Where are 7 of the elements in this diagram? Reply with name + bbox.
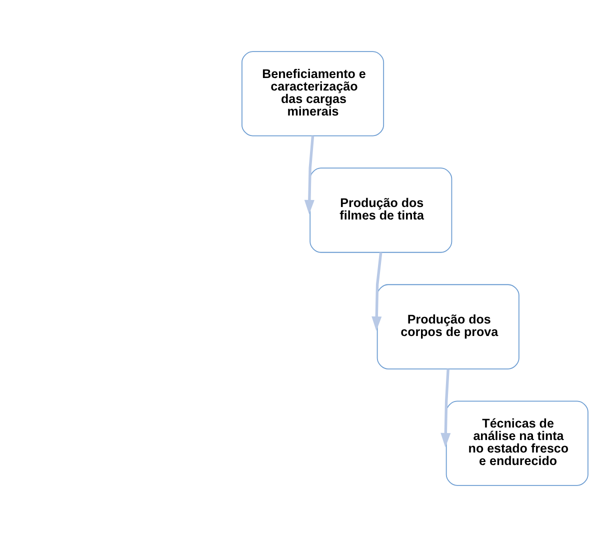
arrow <box>372 252 382 330</box>
arrow <box>440 368 451 447</box>
node-box: Técnicas de análise na tinta no estado fresco e endurecido <box>446 400 588 486</box>
arrow <box>304 135 314 214</box>
node-box: Produção dos filmes de tinta <box>310 167 452 252</box>
node-box: Produção dos corpos de prova <box>376 284 520 369</box>
node-box: Beneficiamento e caracterização das cargas minerais <box>242 50 384 136</box>
